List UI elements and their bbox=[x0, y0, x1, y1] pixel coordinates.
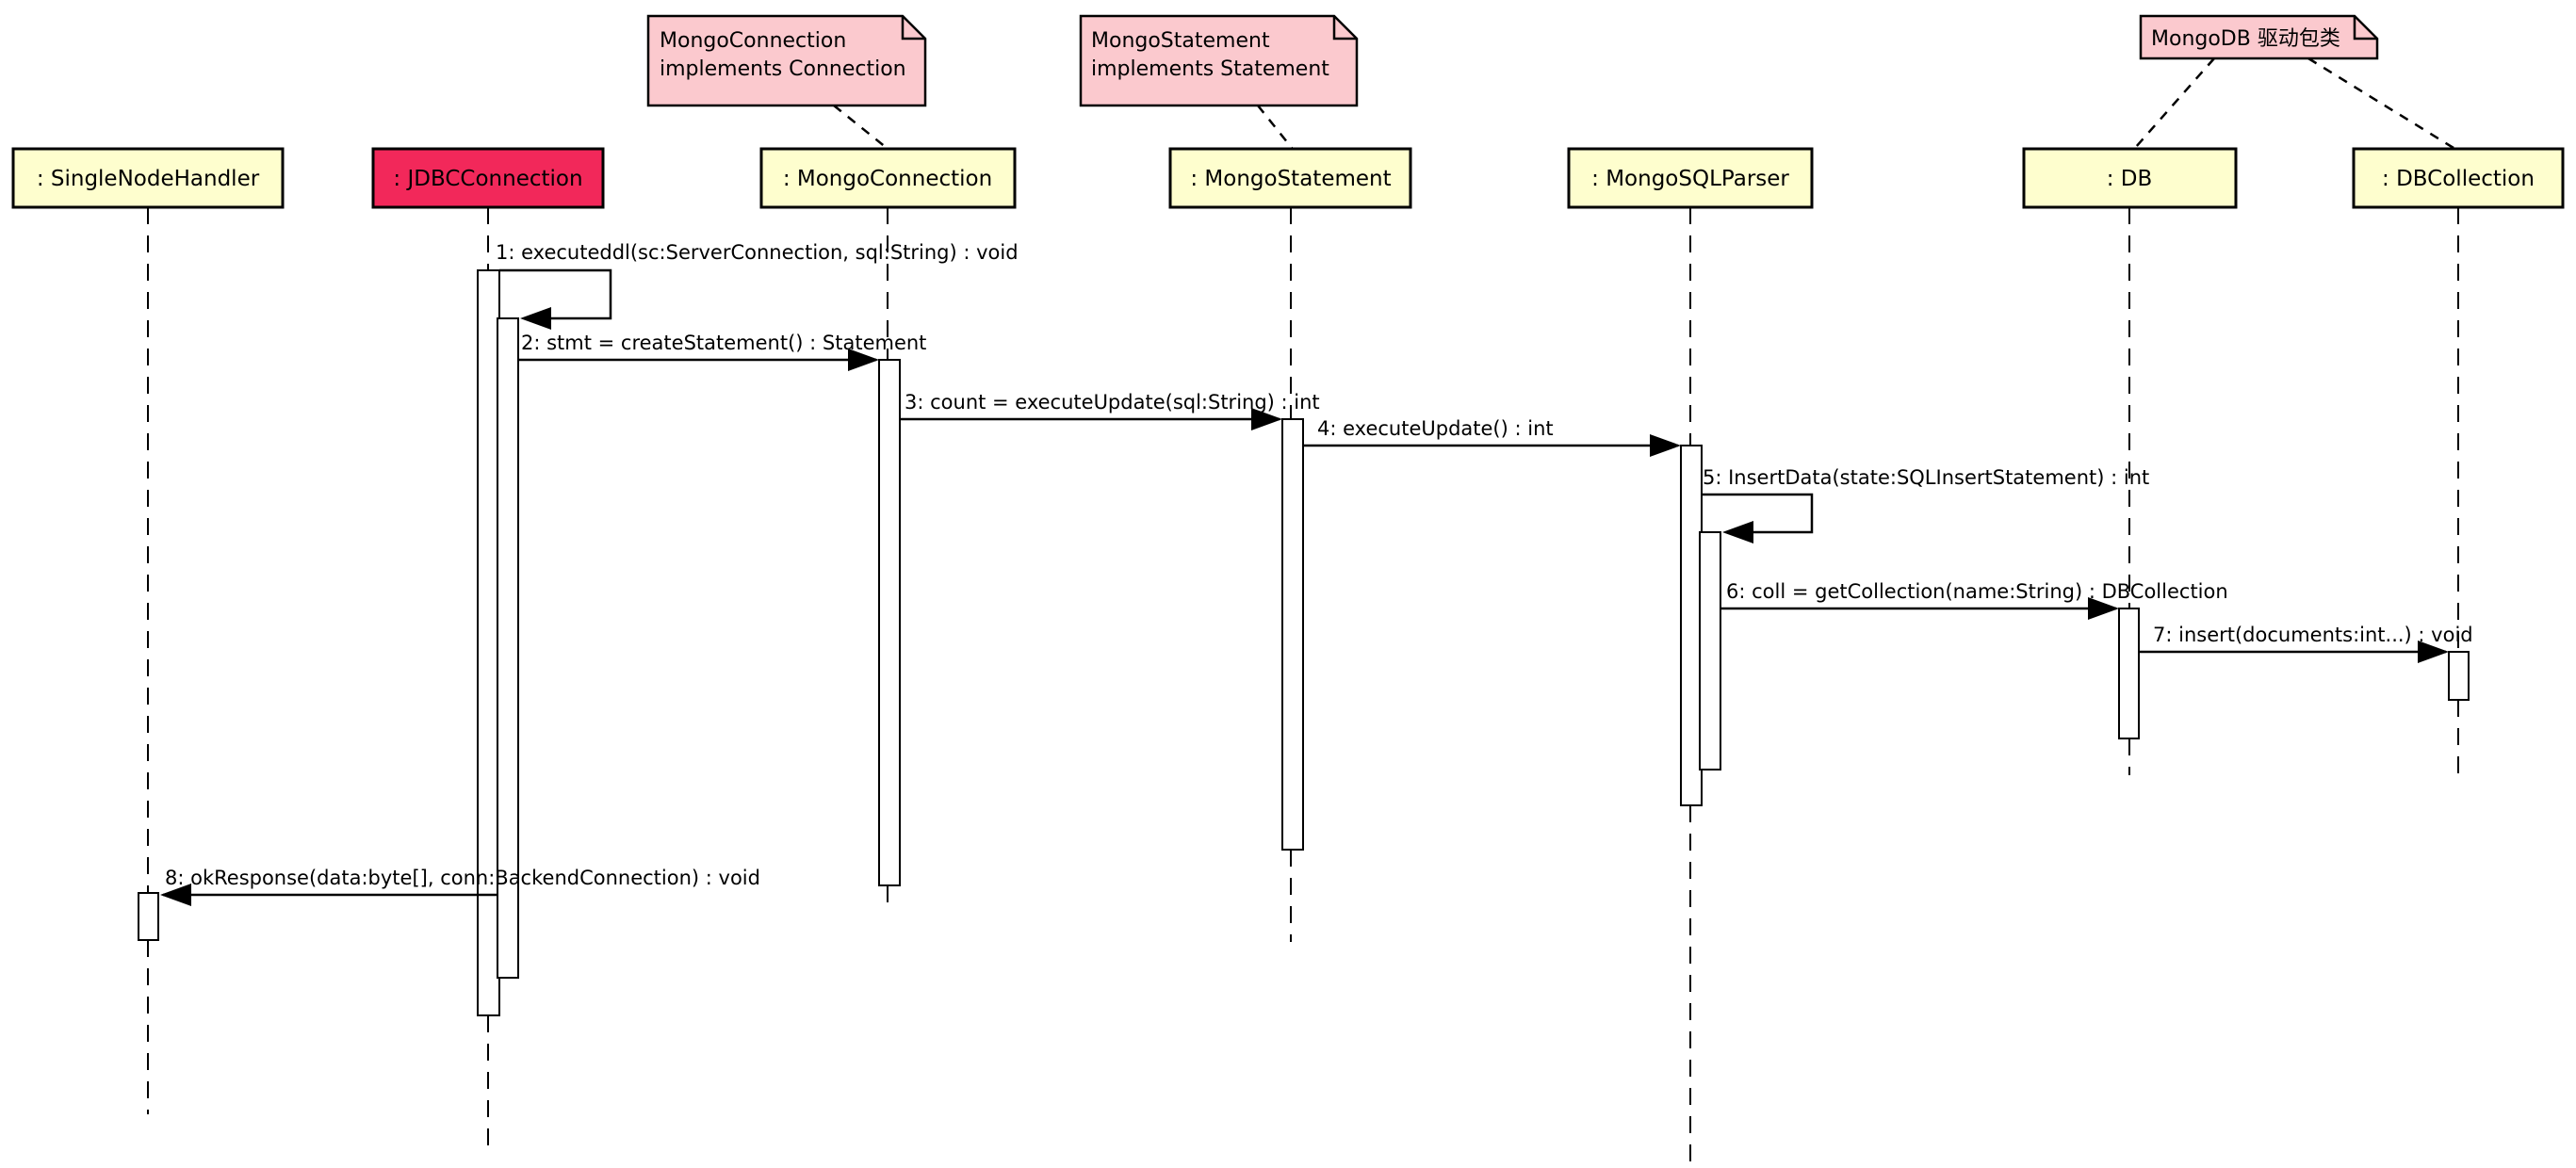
messages: 1: executeddl(sc:ServerConnection, sql:S… bbox=[160, 241, 2473, 906]
activation-singlenodehandler bbox=[138, 892, 159, 941]
participant-box-db bbox=[2022, 147, 2238, 209]
note-text-line1: MongoConnection bbox=[660, 29, 846, 53]
note-connector-mongoconnection bbox=[833, 105, 888, 149]
message-4-arrowhead-icon bbox=[1650, 434, 1681, 457]
activation-bars bbox=[138, 269, 2470, 1016]
note-body bbox=[2139, 14, 2379, 60]
message-6-label: 6: coll = getCollection(name:String) : D… bbox=[1726, 580, 2228, 603]
participant-label-db: : DB bbox=[2107, 167, 2153, 191]
note-fold-icon bbox=[1332, 16, 1357, 41]
message-6: 6: coll = getCollection(name:String) : D… bbox=[1720, 580, 2228, 620]
activation-db bbox=[2118, 608, 2140, 739]
note-body bbox=[1079, 14, 1359, 107]
note-mongoconnection: MongoConnection implements Connection bbox=[646, 14, 927, 107]
participant-box-mongoconnection bbox=[759, 147, 1017, 209]
message-5-arrowhead-icon bbox=[1722, 521, 1753, 543]
message-7-arrowhead-icon bbox=[2418, 641, 2449, 663]
message-1-label: 1: executeddl(sc:ServerConnection, sql:S… bbox=[496, 241, 1019, 264]
participant-label-mongoconnection: : MongoConnection bbox=[783, 167, 992, 191]
note-connector-db bbox=[2134, 57, 2215, 149]
note-text-line1: MongoStatement bbox=[1091, 29, 1270, 53]
message-4: 4: executeUpdate() : int bbox=[1303, 417, 1681, 457]
note-connector-dbcollection bbox=[2307, 57, 2454, 150]
participants bbox=[11, 147, 2565, 209]
note-text-line2: implements Connection bbox=[660, 57, 906, 81]
note-fold-icon bbox=[901, 16, 925, 41]
note-body bbox=[646, 14, 927, 107]
message-7-label: 7: insert(documents:int...) : void bbox=[2153, 624, 2473, 646]
participant-label-mongosqlparser: : MongoSQLParser bbox=[1591, 167, 1789, 191]
message-6-arrowhead-icon bbox=[2088, 597, 2119, 620]
message-7: 7: insert(documents:int...) : void bbox=[2139, 624, 2473, 663]
message-1-line bbox=[499, 268, 612, 320]
participant-box-mongosqlparser bbox=[1567, 147, 1814, 209]
activation-dbcollection bbox=[2448, 651, 2470, 701]
activation-mongoconnection bbox=[878, 359, 901, 886]
participant-box-singlenodehandler bbox=[11, 147, 285, 209]
message-5-self: 5: InsertData(state:SQLInsertStatement) … bbox=[1702, 466, 2149, 543]
note-mongostatement: MongoStatement implements Statement bbox=[1079, 14, 1359, 107]
note-text-line2: implements Statement bbox=[1091, 57, 1329, 81]
message-1-self: 1: executeddl(sc:ServerConnection, sql:S… bbox=[496, 241, 1019, 330]
activation-jdbcconnection-inner bbox=[497, 317, 519, 979]
message-5-label: 5: InsertData(state:SQLInsertStatement) … bbox=[1703, 466, 2149, 489]
message-8: 8: okResponse(data:byte[], conn:BackendC… bbox=[160, 867, 760, 906]
message-3-label: 3: count = executeUpdate(sql:String) : i… bbox=[905, 391, 1320, 414]
participant-box-jdbcconnection bbox=[371, 147, 605, 209]
message-5-line bbox=[1702, 493, 1814, 534]
activation-mongostatement bbox=[1281, 418, 1304, 851]
note-connector-mongostatement bbox=[1257, 105, 1293, 149]
note-connectors bbox=[833, 57, 2454, 150]
message-2-label: 2: stmt = createStatement() : Statement bbox=[521, 332, 926, 354]
message-2: 2: stmt = createStatement() : Statement bbox=[518, 332, 926, 371]
activation-mongosqlparser-outer bbox=[1680, 445, 1703, 806]
note-fold-icon bbox=[2353, 16, 2377, 41]
message-8-arrowhead-icon bbox=[160, 884, 191, 906]
lifelines bbox=[147, 207, 2459, 1168]
participant-box-dbcollection bbox=[2352, 147, 2565, 209]
participant-label-singlenodehandler: : SingleNodeHandler bbox=[37, 167, 260, 191]
participant-labels: : SingleNodeHandler : JDBCConnection : M… bbox=[37, 167, 2535, 191]
message-4-label: 4: executeUpdate() : int bbox=[1317, 417, 1554, 440]
participant-box-mongostatement bbox=[1168, 147, 1412, 209]
participant-label-jdbcconnection: : JDBCConnection bbox=[393, 167, 582, 191]
activation-mongosqlparser-inner bbox=[1699, 531, 1721, 771]
message-3-arrowhead-icon bbox=[1251, 408, 1282, 430]
message-2-arrowhead-icon bbox=[848, 349, 879, 371]
note-mongodb-driver: MongoDB 驱动包类 bbox=[2139, 14, 2379, 60]
participant-label-mongostatement: : MongoStatement bbox=[1190, 167, 1391, 191]
participant-label-dbcollection: : DBCollection bbox=[2382, 167, 2535, 191]
note-text-line1: MongoDB 驱动包类 bbox=[2151, 27, 2340, 51]
activation-jdbcconnection-outer bbox=[477, 269, 500, 1016]
message-3: 3: count = executeUpdate(sql:String) : i… bbox=[900, 391, 1320, 430]
message-8-label: 8: okResponse(data:byte[], conn:BackendC… bbox=[165, 867, 760, 889]
message-1-arrowhead-icon bbox=[520, 307, 551, 330]
